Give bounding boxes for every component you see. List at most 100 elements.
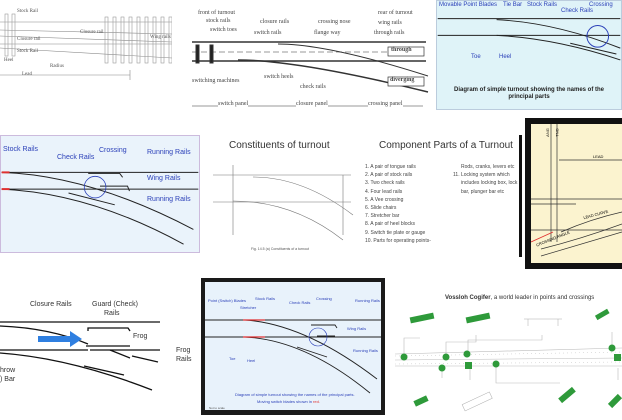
label: Frog — [176, 347, 191, 354]
label: Lead — [22, 72, 32, 77]
turnout-diagram — [192, 41, 429, 107]
label: diverging — [390, 77, 415, 83]
result-image-8[interactable]: Closure Rails Guard (Check) Rails Frog F… — [0, 278, 195, 420]
component-list-col2: Rods, cranks, levers etc 11. Locking sys… — [453, 163, 517, 196]
label: Stretcher — [240, 305, 257, 310]
label: Heel — [4, 58, 14, 63]
label: closure rails — [260, 19, 290, 25]
turnout-plan — [531, 124, 622, 257]
label: Closure rail — [17, 37, 41, 42]
points-illustration — [394, 308, 622, 412]
label: Closure rail — [80, 30, 104, 35]
label: Check Rails — [289, 300, 311, 305]
result-image-5[interactable]: Constituents of turnout Fig. 14.5 (a) Co… — [203, 135, 365, 257]
turnout-drawing — [213, 165, 354, 241]
result-image-10[interactable]: Vossloh Cogifer, a world leader in point… — [390, 280, 622, 420]
label: Tie Bar — [503, 2, 523, 8]
turnout-diagram — [437, 18, 621, 61]
label: Heel — [247, 358, 256, 363]
result-image-1[interactable]: Stock Rail Closure rail Stock Rail Heel … — [0, 0, 172, 95]
label: Running Rails — [147, 149, 191, 156]
label: Frog — [133, 333, 148, 340]
label: Radius — [50, 64, 64, 69]
label: Stock Rails — [3, 146, 39, 153]
label: ) Bar — [0, 376, 16, 383]
label: flange way — [314, 30, 341, 36]
label: front of turnout — [198, 10, 235, 16]
label: stock rails — [206, 18, 231, 24]
label: hrow — [0, 367, 16, 374]
result-image-9[interactable]: Point (Switch) Blades Stretcher Stock Ra… — [201, 278, 385, 415]
slide-title: Constituents of turnout — [229, 140, 330, 151]
list-item: 2. A pair of stock rails — [365, 172, 413, 179]
figure-caption: Fig. 14.5 (a) Constituents of a turnout — [251, 247, 309, 251]
turnout-drawing — [0, 13, 172, 80]
label: Crossing — [589, 2, 613, 8]
brand: Vossloh Cogifer — [445, 295, 491, 301]
turnout-diagram — [205, 319, 381, 394]
result-image-7[interactable]: ANG TNG LEAD LEAD CURVE CROSSING ANGLE — [525, 118, 622, 269]
tagline: , a world leader in points and crossings — [490, 295, 595, 301]
label: closure panel — [296, 101, 328, 107]
label: TNG — [554, 128, 560, 137]
label: Running Rails — [353, 348, 378, 353]
label: Rails — [104, 310, 120, 317]
label: Crossing — [99, 147, 127, 154]
label: Guard (Check) — [92, 301, 138, 308]
label: Wing Rails — [147, 175, 181, 182]
label: Stock Rails — [255, 296, 276, 301]
label: crossing nose — [318, 19, 351, 25]
result-image-6[interactable]: Component Parts of a Turnout 1. A pair o… — [365, 135, 522, 257]
caption-red: red. — [313, 399, 320, 404]
label: ANG — [544, 128, 550, 137]
label: through — [391, 47, 412, 53]
label: Crossing — [316, 296, 332, 301]
list-item: 3. Two check rails — [365, 180, 405, 187]
label: Wing rails — [150, 35, 171, 40]
result-image-2[interactable]: front of turnout stock rails switch toes… — [178, 0, 432, 118]
label: switch panel — [218, 101, 249, 107]
label: Wing Rails — [347, 326, 367, 331]
list-item: 8. A pair of heel blocks — [365, 221, 416, 228]
caption: Moving switch blades shown in — [257, 399, 314, 404]
list-item: 6. Slide chairs — [365, 205, 397, 212]
label: Rails — [176, 356, 192, 363]
result-image-4[interactable]: Stock Rails Check Rails Crossing Running… — [0, 135, 200, 253]
caption: Diagram of simple turnout showing the na… — [235, 392, 355, 397]
list-item: includes locking box, lock — [461, 180, 518, 187]
label: Closure Rails — [30, 301, 72, 308]
note: Not to scale — [209, 406, 225, 410]
slide-title: Component Parts of a Turnout — [379, 140, 513, 151]
list-item: 4. Four lead rails — [365, 188, 403, 195]
turnout-diagram — [0, 321, 160, 391]
label: Heel — [499, 54, 512, 60]
label: Check Rails — [561, 8, 594, 14]
label: Stock Rail — [17, 9, 38, 14]
component-list: 1. A pair of tongue rails 2. A pair of s… — [365, 163, 431, 245]
list-item: bar, plunger bar etc — [461, 188, 505, 195]
label: switching machines — [192, 78, 240, 84]
label: crossing panel — [368, 101, 403, 107]
caption: Diagram of simple turnout showing the na… — [453, 87, 604, 100]
label: wing rails — [378, 20, 402, 26]
label: Toe — [229, 356, 236, 361]
label: Movable Point Blades — [439, 2, 498, 8]
label: Running Rails — [147, 196, 191, 203]
label: rear of turnout — [378, 10, 413, 16]
label: Stock Rail — [17, 49, 38, 54]
list-item: 10. Parts for operating points- — [365, 237, 431, 244]
list-item: 5. A Vee crossing — [365, 196, 404, 203]
list-item: 9. Switch tie plate or gauge — [365, 229, 426, 236]
label: check rails — [300, 84, 326, 90]
brand-tagline: Vossloh Cogifer, a world leader in point… — [445, 295, 594, 301]
turnout-diagram — [1, 171, 199, 245]
list-item: 11. Locking system which — [453, 172, 510, 179]
list-item: 7. Stretcher bar — [365, 213, 400, 220]
label: switch toes — [210, 27, 237, 33]
result-image-3[interactable]: Movable Point Blades Tie Bar Stock Rails… — [436, 0, 622, 110]
label: through rails — [374, 30, 405, 36]
list-item: Rods, cranks, levers etc — [461, 164, 515, 170]
label: Running Rails — [355, 298, 380, 303]
label: switch heels — [264, 74, 294, 80]
label: Check Rails — [57, 154, 95, 161]
